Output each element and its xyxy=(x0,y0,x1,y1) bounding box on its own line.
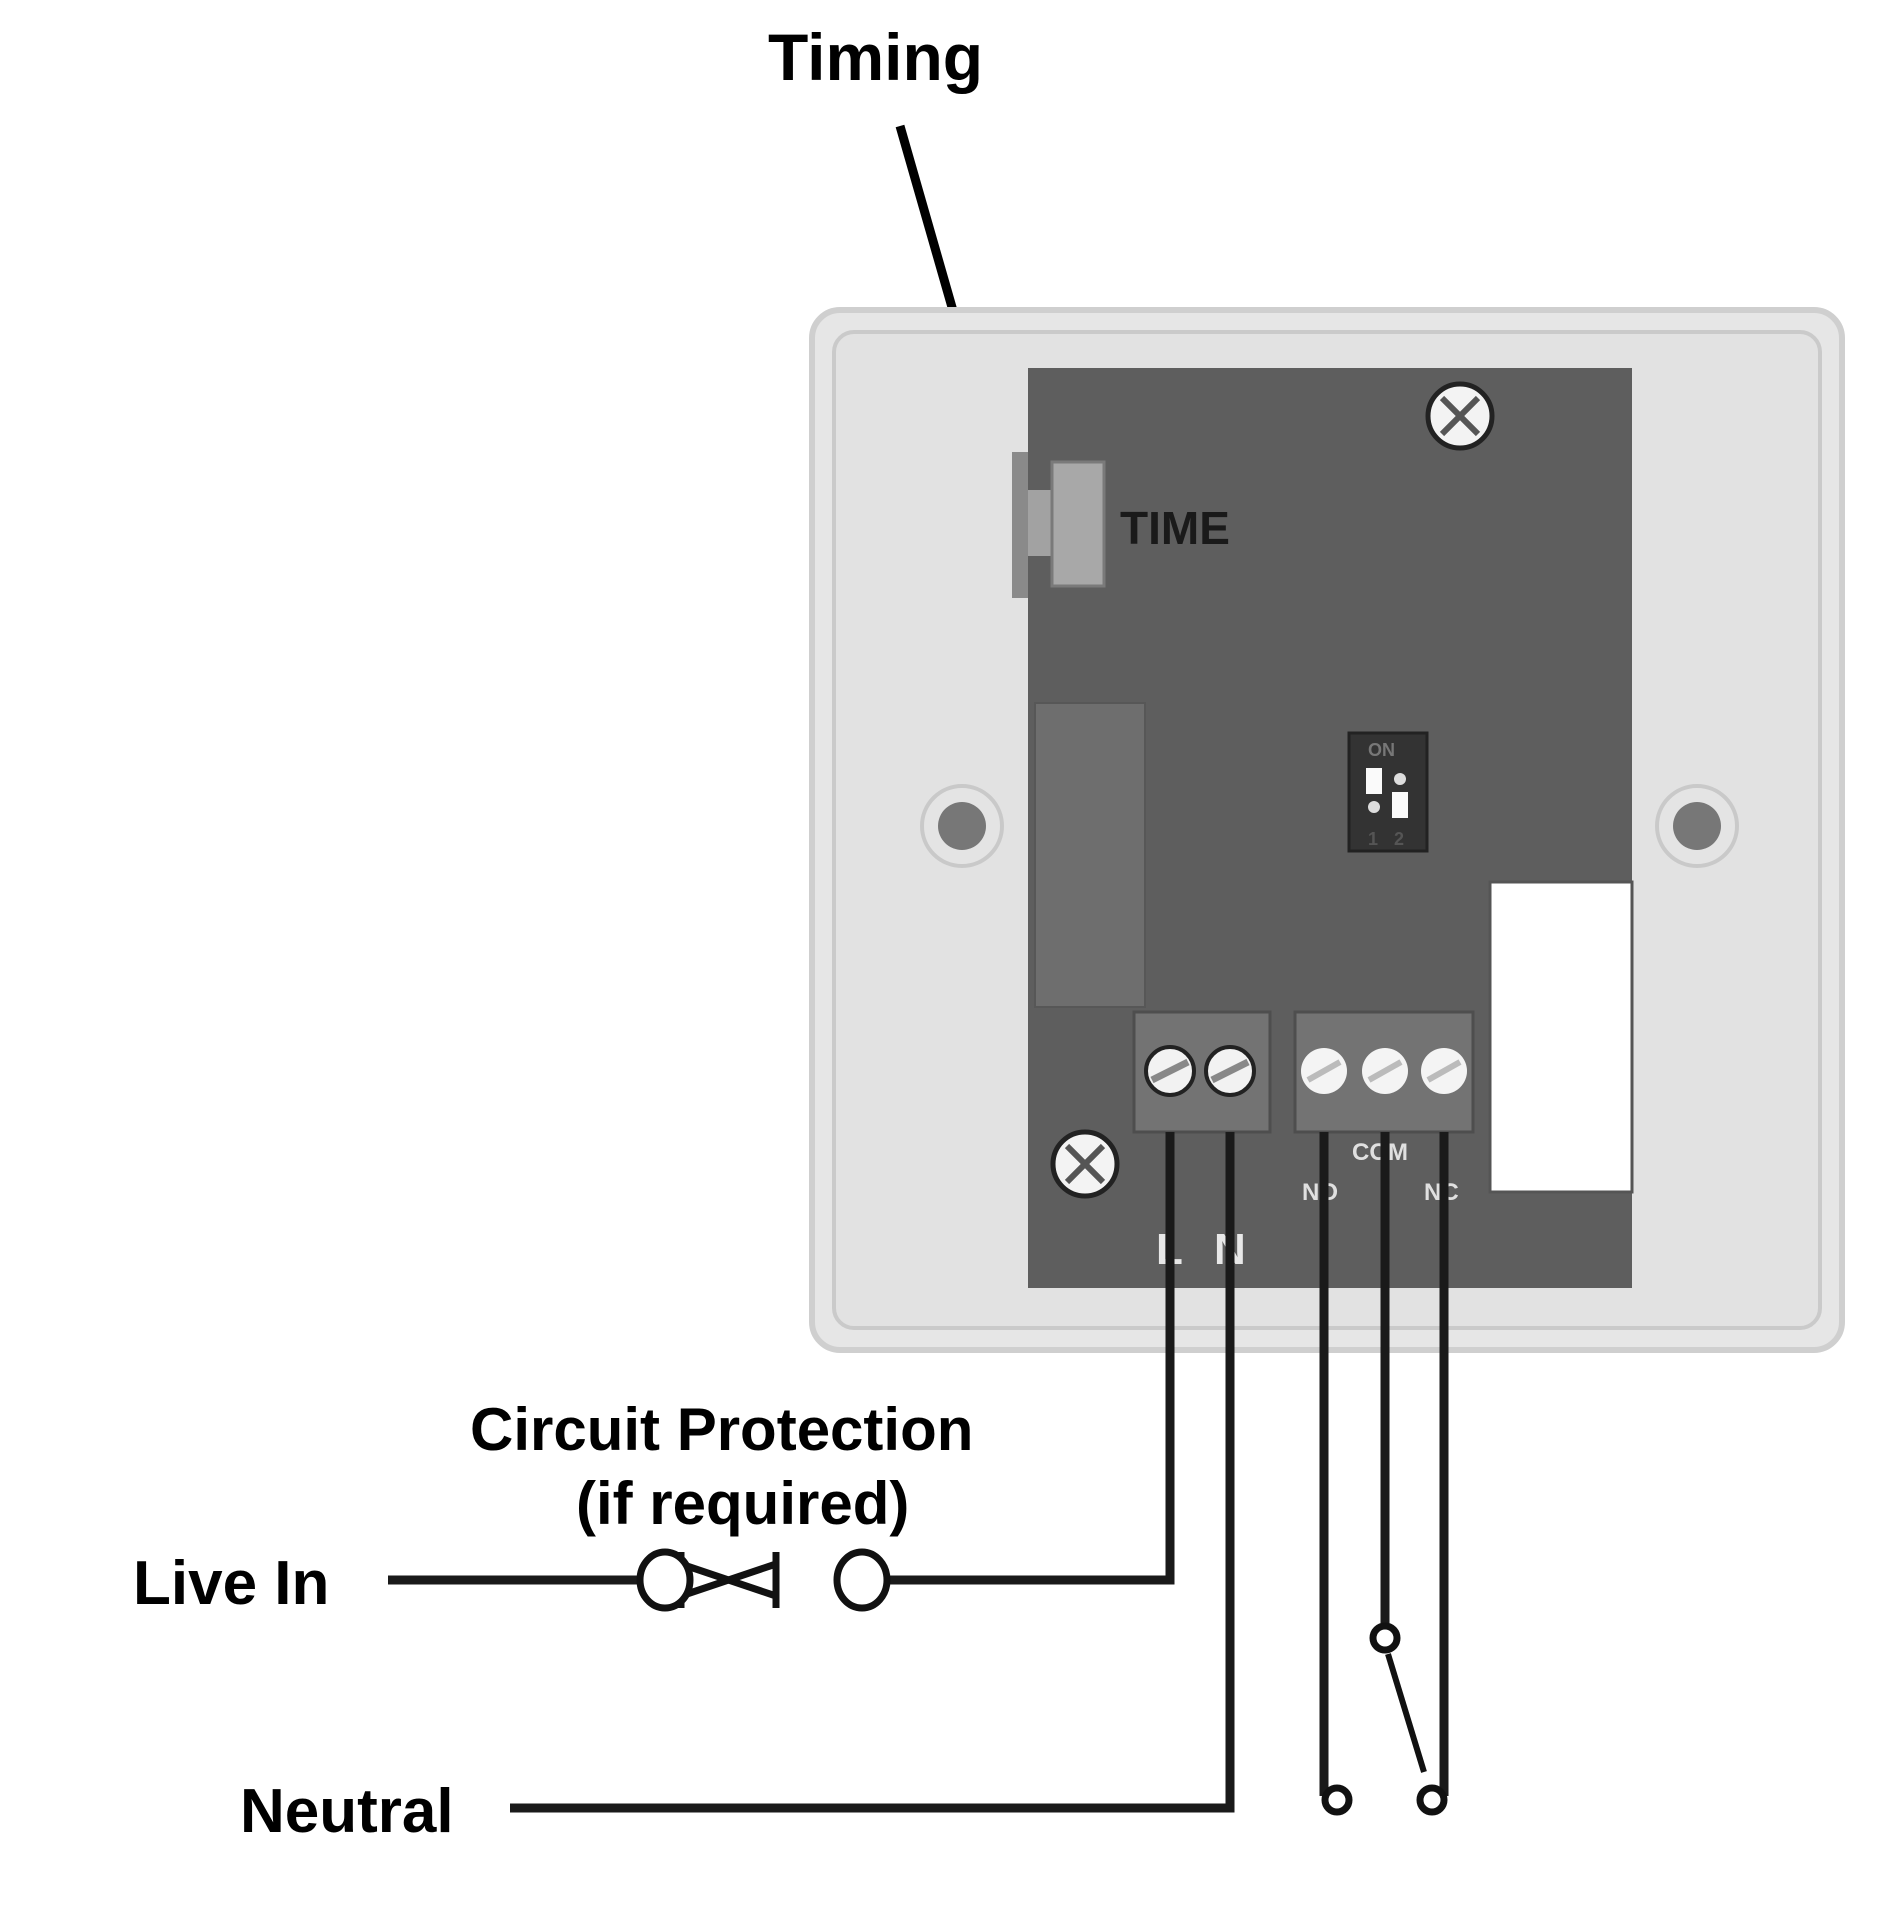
dip-switch-label-2: 2 xyxy=(1394,829,1404,849)
wire-live xyxy=(885,1132,1175,1585)
plate-mount-hole-left xyxy=(920,784,1004,868)
pcb-board xyxy=(1028,368,1634,1288)
dip-switch-on-label: ON xyxy=(1368,740,1395,760)
wire-neutral xyxy=(510,1132,1235,1813)
terminal-screw-nc[interactable] xyxy=(1421,1048,1467,1094)
live-in-label: Live In xyxy=(133,1549,329,1618)
power-terminal-block xyxy=(1132,1010,1272,1134)
time-potentiometer[interactable] xyxy=(1012,452,1106,598)
screw-bottom-icon xyxy=(1050,1129,1120,1199)
plate-mount-hole-right xyxy=(1655,784,1739,868)
terminal-screw-com[interactable] xyxy=(1362,1048,1408,1094)
dip-switch-1[interactable] xyxy=(1366,768,1382,813)
terminal-screw-l[interactable] xyxy=(1144,1045,1196,1097)
circuit-protection-label: Circuit Protection xyxy=(470,1396,973,1463)
timing-label: Timing xyxy=(768,20,983,94)
terminal-screw-no[interactable] xyxy=(1301,1048,1347,1094)
pcb-cutout xyxy=(1488,880,1634,1194)
terminal-label-com: COM xyxy=(1352,1139,1408,1166)
screw-top-icon xyxy=(1425,381,1495,451)
terminal-screw-n[interactable] xyxy=(1204,1045,1256,1097)
relay-switch-icon xyxy=(1321,1622,1448,1816)
pcb-component-block xyxy=(1034,702,1146,1008)
circuit-protection-sublabel: (if required) xyxy=(576,1470,909,1537)
contact-no xyxy=(1321,1784,1353,1816)
relay-terminal-block xyxy=(1293,1010,1475,1134)
contact-com xyxy=(1369,1622,1401,1654)
wires xyxy=(388,1132,1449,1813)
contact-nc xyxy=(1416,1784,1448,1816)
dip-switch[interactable]: ON 1 2 xyxy=(1347,731,1429,853)
time-label: TIME xyxy=(1120,502,1230,554)
neutral-label: Neutral xyxy=(240,1777,454,1846)
dip-switch-label-1: 1 xyxy=(1368,829,1378,849)
dip-switch-2[interactable] xyxy=(1392,773,1408,818)
circuit-protection-icon xyxy=(636,1548,891,1612)
